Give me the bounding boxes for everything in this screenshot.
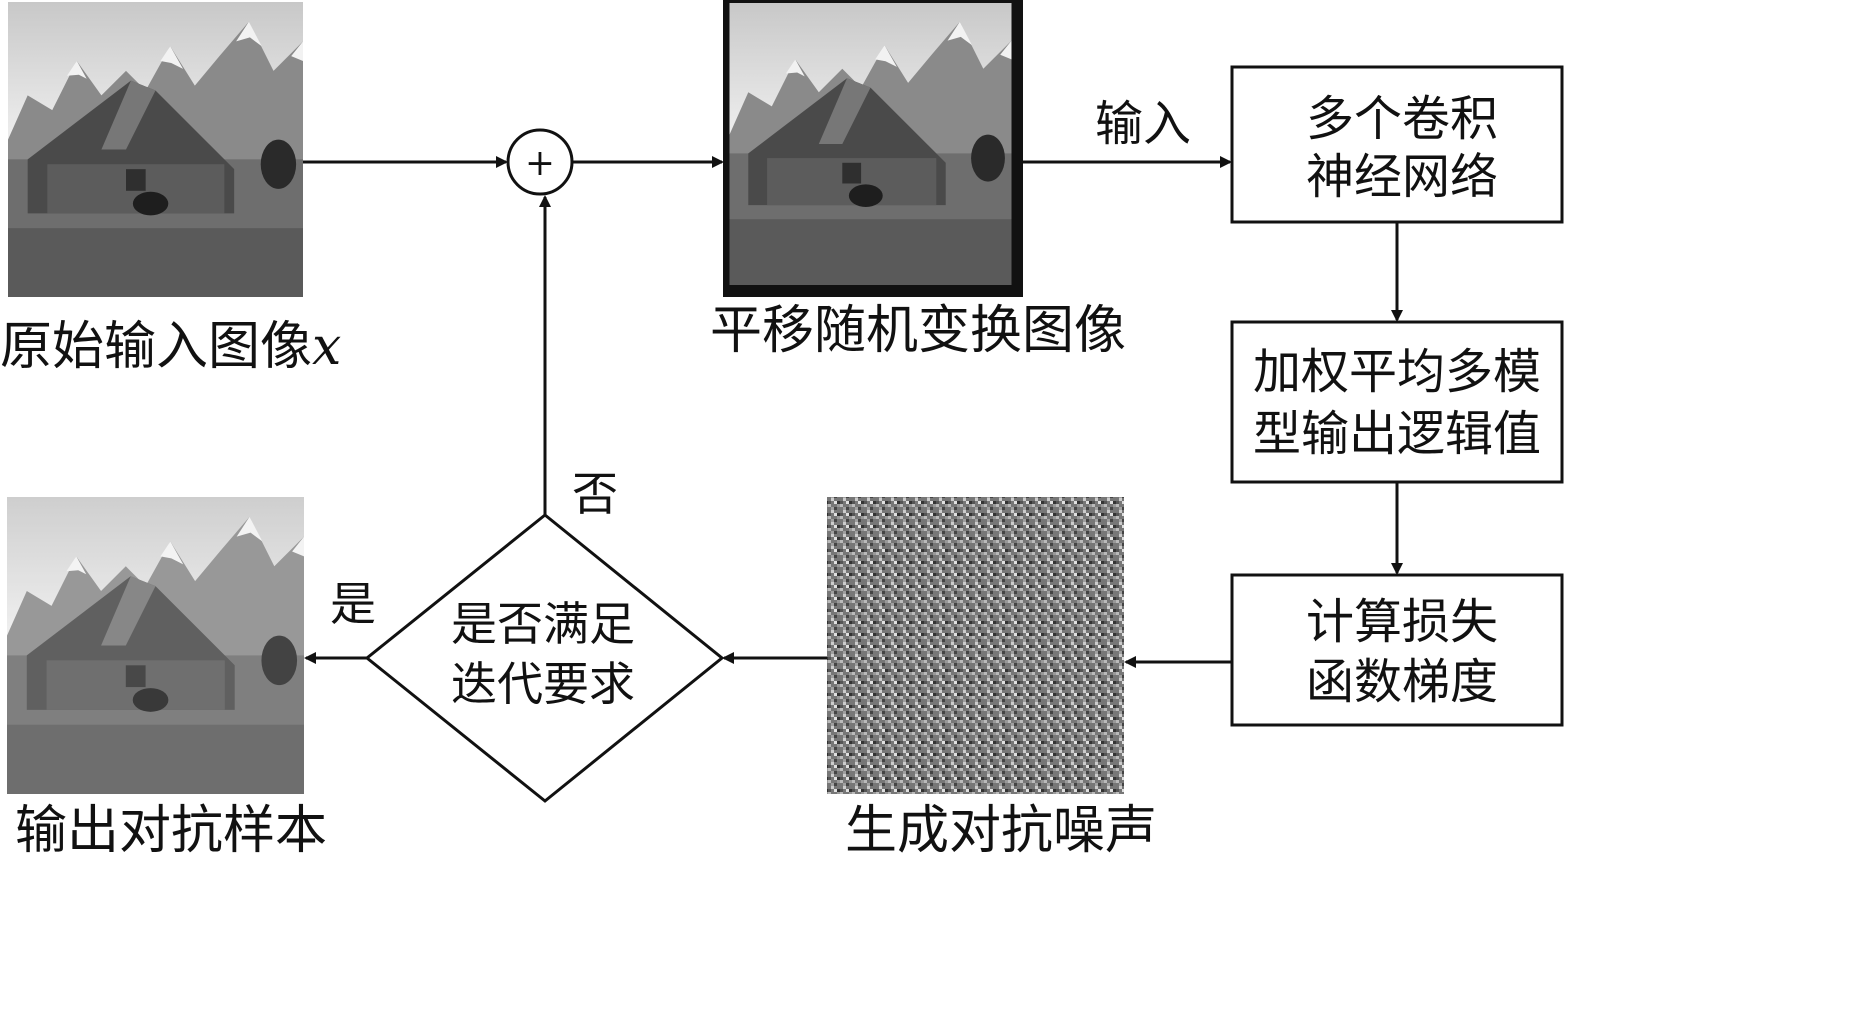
noise-image xyxy=(827,497,1124,794)
shifted-image xyxy=(723,0,1023,297)
weighted-average-box xyxy=(1230,320,1564,484)
weighted-label-line1: 加权平均多模 xyxy=(1253,344,1541,400)
yes-label: 是 xyxy=(330,577,376,631)
output-sample-label: 输出对抗样本 xyxy=(15,801,327,861)
weighted-label-line2: 型输出逻辑值 xyxy=(1253,406,1541,462)
gradient-box xyxy=(1230,573,1564,727)
no-label: 否 xyxy=(572,467,618,521)
cnn-label-line1: 多个卷积 xyxy=(1306,91,1498,147)
original-image-label: 原始输入图像x xyxy=(0,317,341,377)
noise-label: 生成对抗噪声 xyxy=(845,801,1157,861)
decision-label-line1: 是否满足 xyxy=(451,597,635,651)
decision-label-line2: 迭代要求 xyxy=(451,657,635,711)
gradient-label-line1: 计算损失 xyxy=(1306,594,1498,650)
cnn-label-line2: 神经网络 xyxy=(1306,149,1498,205)
plus-icon: + xyxy=(525,143,555,184)
gradient-label-line2: 函数梯度 xyxy=(1306,654,1498,710)
original-image xyxy=(8,2,303,297)
output-sample-image xyxy=(7,497,304,794)
shifted-image-label: 平移随机变换图像 xyxy=(710,301,1126,361)
input-arrow-label: 输入 xyxy=(1095,96,1191,152)
sum-node xyxy=(506,128,574,196)
decision-diamond xyxy=(364,513,725,803)
